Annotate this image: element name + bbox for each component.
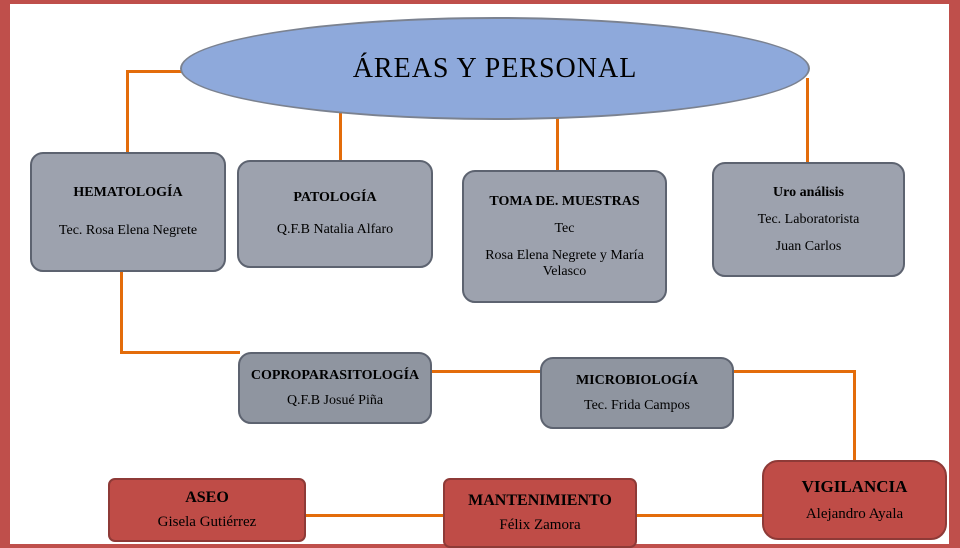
node-line: Rosa Elena Negrete y María Velasco: [485, 247, 644, 279]
connector-down-to-vigilancia: [853, 370, 856, 462]
node-vigilancia: VIGILANCIA Alejandro Ayala: [762, 460, 947, 540]
node-title: MICROBIOLOGÍA: [575, 372, 699, 388]
node-mantenimiento: MANTENIMIENTO Félix Zamora: [443, 478, 637, 548]
node-aseo: ASEO Gisela Gutiérrez: [108, 478, 306, 542]
node-title: COPROPARASITOLOGÍA: [250, 367, 420, 383]
node-line: Tec. Laboratorista: [757, 211, 860, 227]
node-hematologia: HEMATOLOGÍA Tec. Rosa Elena Negrete: [30, 152, 226, 272]
connector-aseo-to-mantenimiento: [305, 514, 444, 517]
title-ellipse: ÁREAS Y PERSONAL: [180, 17, 810, 120]
node-subtitle: Alejandro Ayala: [805, 506, 904, 522]
connector-title-to-uro-analisis: [806, 78, 809, 164]
node-subtitle: Tec. Frida Campos: [584, 397, 690, 413]
node-line: Juan Carlos: [775, 238, 842, 254]
node-line: Tec: [554, 220, 575, 236]
connector-hematologia-to-coproparasitologia: [120, 351, 240, 354]
connector-title-to-patologia: [339, 112, 342, 162]
connector-title-to-hematologia-vertical: [126, 70, 129, 154]
node-title: MANTENIMIENTO: [468, 492, 612, 509]
connector-mantenimiento-to-vigilancia: [636, 514, 763, 517]
node-subtitle: Q.F.B Josué Piña: [286, 392, 384, 408]
slide-border-left: [0, 0, 10, 548]
connector-hematologia-down: [120, 272, 123, 354]
node-title: ASEO: [185, 489, 229, 506]
connector-title-to-hematologia-horizontal: [126, 70, 184, 73]
node-patologia: PATOLOGÍA Q.F.B Natalia Alfaro: [237, 160, 433, 268]
node-subtitle: Gisela Gutiérrez: [157, 514, 257, 530]
node-subtitle: Tec. Rosa Elena Negrete: [58, 223, 198, 238]
node-uro-analisis: Uro análisis Tec. Laboratorista Juan Car…: [712, 162, 905, 277]
connector-microbiologia-right: [733, 370, 856, 373]
node-title: TOMA DE. MUESTRAS: [489, 193, 640, 209]
node-subtitle: Félix Zamora: [499, 517, 581, 533]
node-toma-de-muestras: TOMA DE. MUESTRAS Tec Rosa Elena Negrete…: [462, 170, 667, 303]
chart-title: ÁREAS Y PERSONAL: [352, 52, 638, 84]
node-microbiologia: MICROBIOLOGÍA Tec. Frida Campos: [540, 357, 734, 429]
node-title: VIGILANCIA: [801, 477, 908, 496]
node-title: HEMATOLOGÍA: [73, 185, 183, 200]
slide-border-right: [949, 0, 960, 548]
connector-copro-to-microbiologia: [431, 370, 541, 373]
node-title: Uro análisis: [773, 184, 844, 200]
node-coproparasitologia: COPROPARASITOLOGÍA Q.F.B Josué Piña: [238, 352, 432, 424]
node-title: PATOLOGÍA: [293, 190, 377, 205]
slide-border-top: [0, 0, 960, 4]
node-subtitle: Q.F.B Natalia Alfaro: [276, 222, 394, 237]
connector-title-to-toma-de-muestras: [556, 116, 559, 172]
